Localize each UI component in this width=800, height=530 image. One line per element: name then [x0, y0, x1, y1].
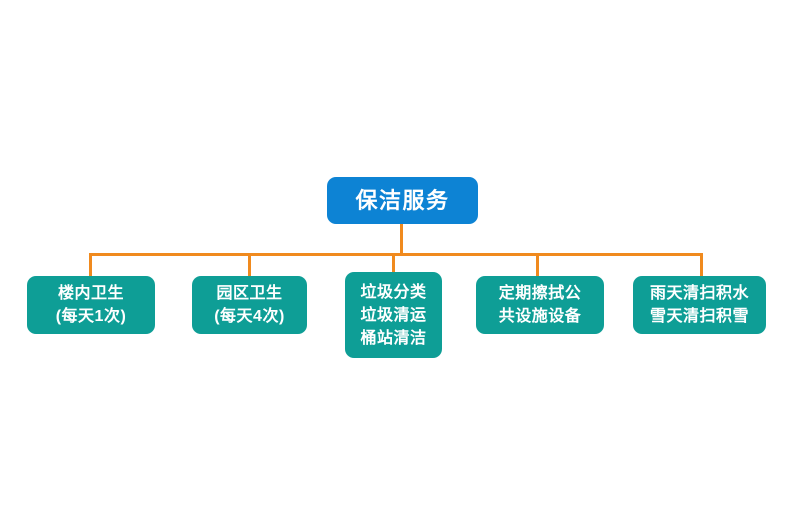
node-child-4-line-1: 雨天清扫积水	[649, 285, 749, 302]
node-child-waste-management[interactable]: 垃圾分类 垃圾清运 桶站清洁	[345, 272, 442, 358]
node-child-2-line-1: 垃圾分类	[360, 283, 427, 301]
node-child-1-line-2: (每天4次)	[214, 308, 285, 325]
node-child-2-line-2: 垃圾清运	[360, 306, 427, 324]
node-child-0-line-1: 楼内卫生	[57, 285, 124, 302]
node-child-rain-snow-clearing[interactable]: 雨天清扫积水 雪天清扫积雪	[633, 276, 766, 334]
connector-drop-child-4	[700, 253, 703, 276]
node-child-1-line-1: 园区卫生	[216, 285, 283, 302]
node-child-facility-wiping[interactable]: 定期擦拭公 共设施设备	[476, 276, 604, 334]
connector-drop-child-2	[392, 253, 395, 272]
node-child-2-line-3: 桶站清洁	[360, 329, 427, 347]
connector-drop-child-1	[248, 253, 251, 276]
connector-root-stem	[400, 224, 403, 256]
node-child-indoor-hygiene[interactable]: 楼内卫生 (每天1次)	[27, 276, 155, 334]
node-child-3-line-1: 定期擦拭公	[498, 285, 582, 302]
node-child-0-line-2: (每天1次)	[55, 308, 127, 325]
connector-horizontal-bus	[89, 253, 703, 256]
node-child-campus-hygiene[interactable]: 园区卫生 (每天4次)	[192, 276, 307, 334]
node-child-4-line-2: 雪天清扫积雪	[649, 308, 749, 325]
connector-drop-child-0	[89, 253, 92, 276]
node-root-cleaning-service[interactable]: 保洁服务	[327, 177, 478, 224]
node-root-label: 保洁服务	[355, 187, 450, 213]
connector-drop-child-3	[536, 253, 539, 276]
node-child-3-line-2: 共设施设备	[498, 308, 582, 325]
